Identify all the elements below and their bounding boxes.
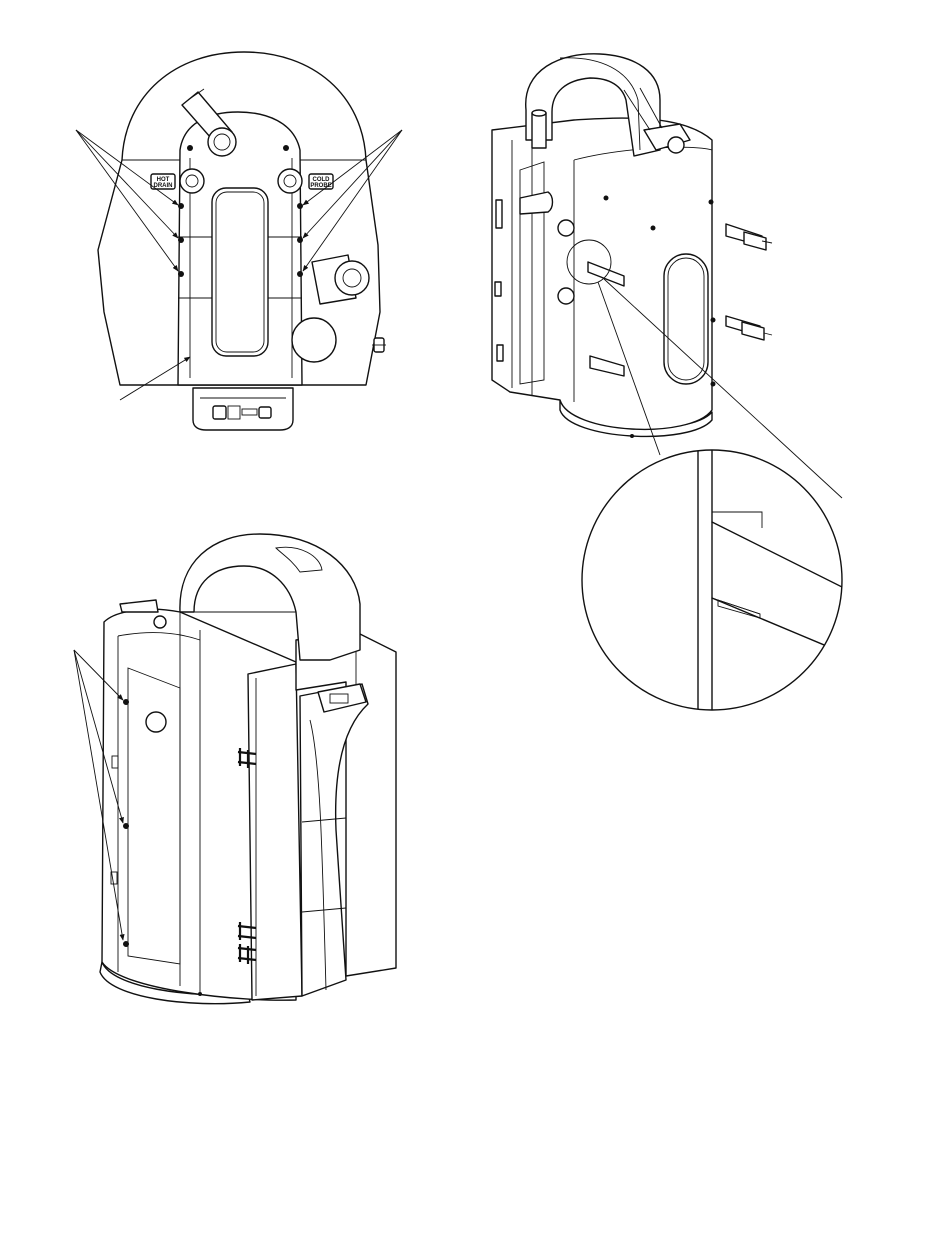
control-panel-front [193,388,293,430]
rear-iso-view-figure [492,54,842,498]
side-valve [372,338,386,352]
knockout-lower [558,288,574,304]
rear-vent-pipe [532,110,546,148]
hot-drain-fitting [180,169,204,193]
round-port [292,318,336,362]
hot-drain-label: HOT DRAIN [151,174,175,189]
cold-probe-label: COLD PROBE [309,174,333,189]
magnified-detail [582,440,860,720]
knockout-upper [558,220,574,236]
cold-probe-fitting [278,169,302,193]
rear-sight-window [664,254,708,384]
sight-window [212,188,268,356]
iso-strap [120,600,158,612]
iso-knockout [146,712,166,732]
hot-drain-label-line2: DRAIN [154,183,173,189]
front-iso-view-figure [74,534,396,1004]
front-view-figure: HOT DRAIN COLD PROBE [76,52,402,430]
side-inlet-fitting [312,255,369,304]
